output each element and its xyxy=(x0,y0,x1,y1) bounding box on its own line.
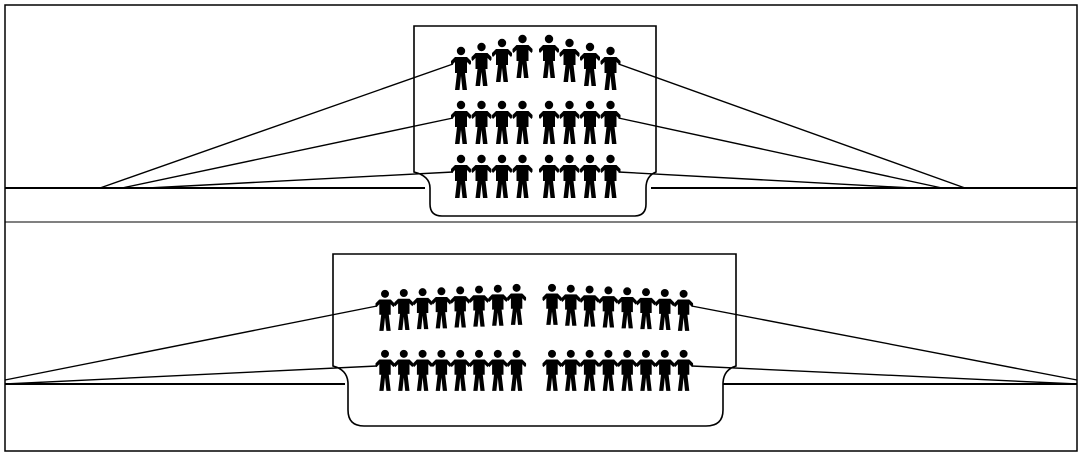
top-rope-left-row-2 xyxy=(121,117,454,189)
top-rope-right-row-1 xyxy=(618,63,966,189)
bottom-rope-right-row-1 xyxy=(691,305,1078,381)
bottom-rope-left-row-1 xyxy=(4,305,378,381)
top-rope-right-row-3 xyxy=(618,171,913,189)
top-box xyxy=(413,25,657,217)
outer-border xyxy=(4,4,1078,452)
bottom-box xyxy=(332,253,737,427)
top-panel xyxy=(5,25,1077,217)
top-rope-left-row-3 xyxy=(147,171,454,189)
top-rope-right-row-2 xyxy=(618,117,943,189)
bottom-rope-right-row-2 xyxy=(691,365,1078,385)
top-rope-left-row-1 xyxy=(99,63,454,189)
top-ropes xyxy=(99,63,966,189)
bottom-rope-left-row-2 xyxy=(4,365,378,385)
bottom-ropes xyxy=(4,305,1078,385)
bottom-panel xyxy=(4,253,1078,427)
